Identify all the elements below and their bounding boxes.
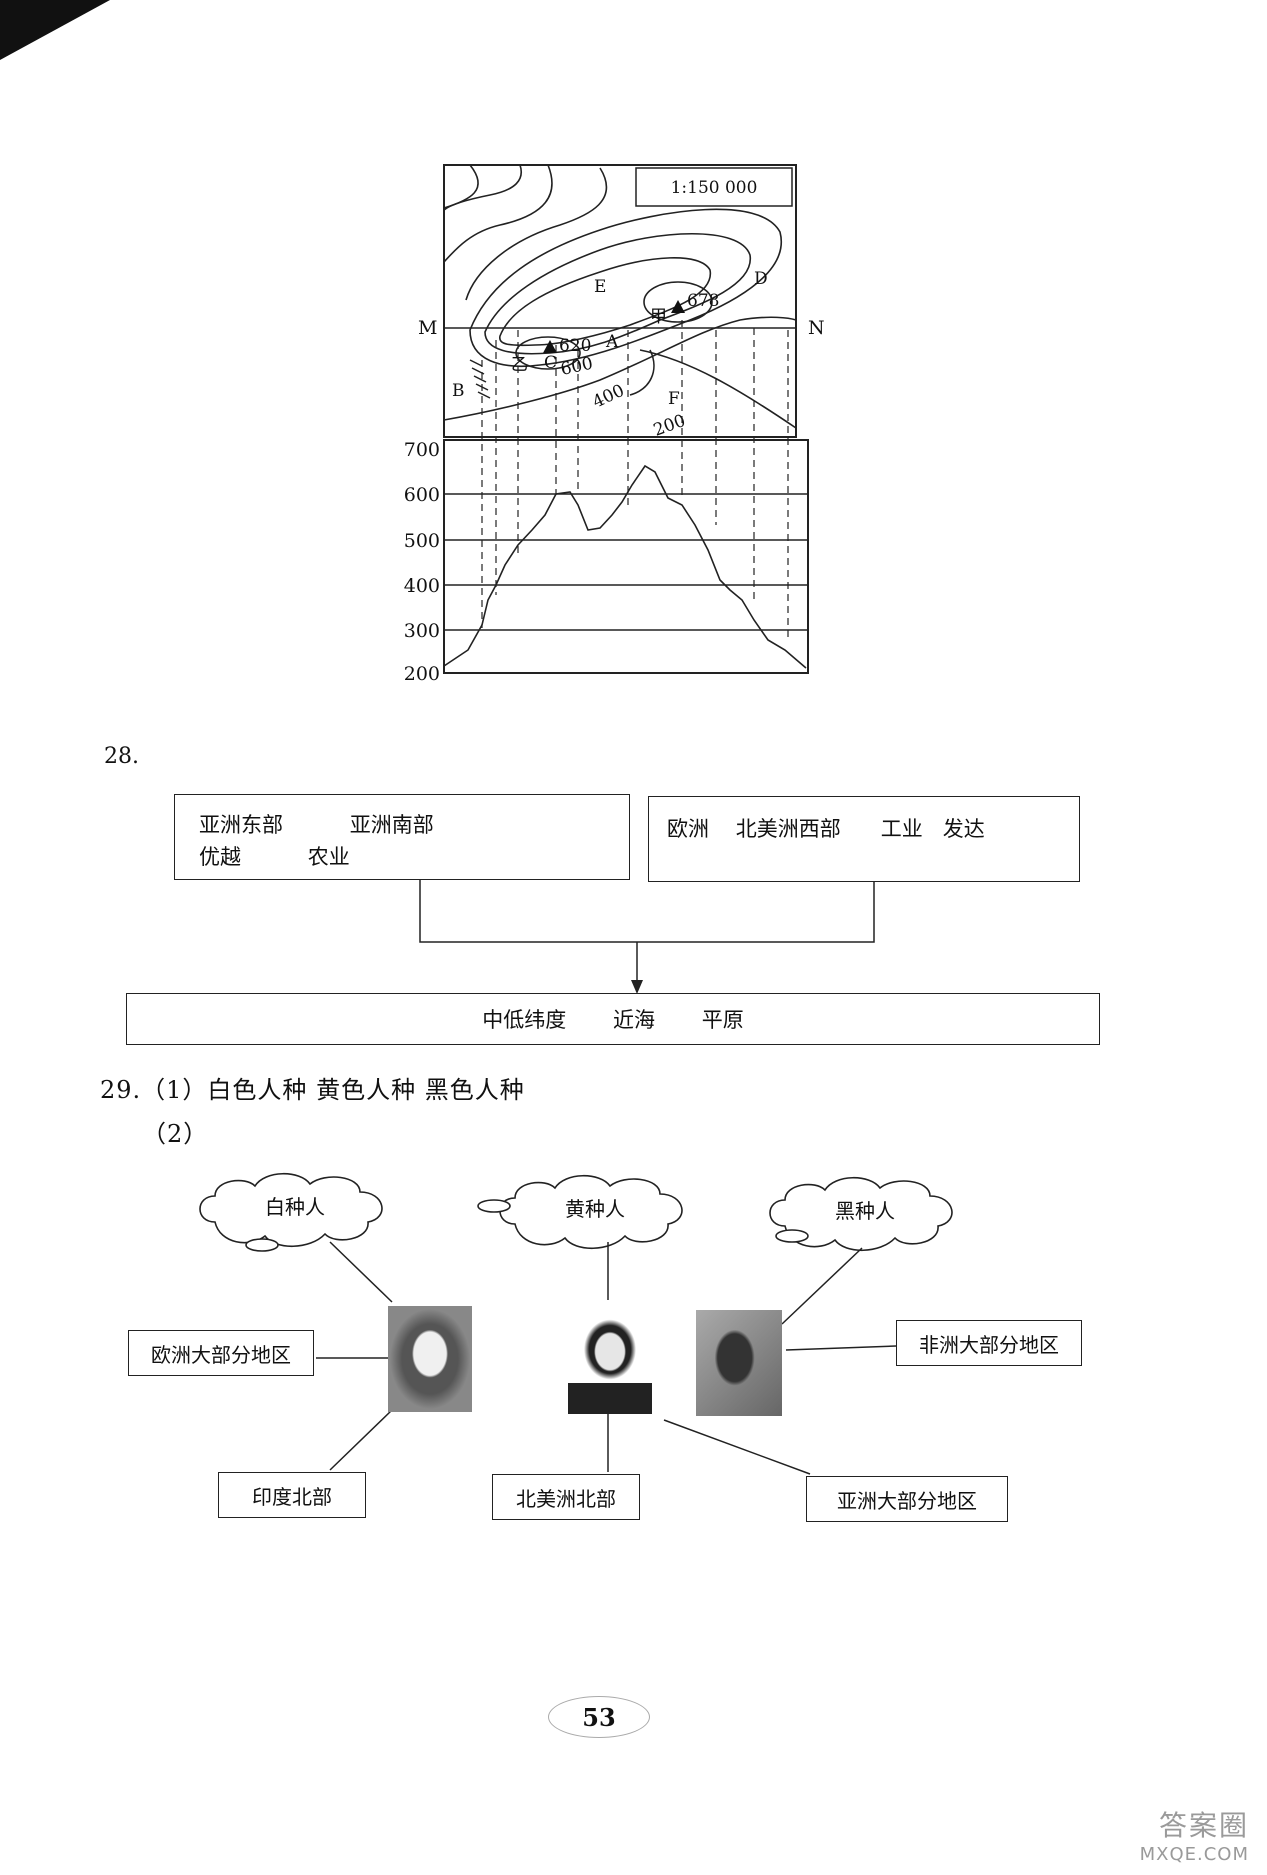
map-frame (443, 164, 797, 438)
q29-line1: 29.（1）白色人种 黄色人种 黑色人种 (100, 1076, 525, 1104)
peak-yi-elevation: 620 (559, 336, 591, 356)
point-b: B (452, 381, 465, 401)
q28-box-bottom-text: 中低纬度 近海 平原 (482, 1008, 744, 1032)
profile-curve (443, 464, 807, 669)
svg-text:600: 600 (404, 484, 440, 506)
watermark-line2: MXQE.COM (1139, 1844, 1249, 1865)
q28-box-left-line1: 亚洲东部 亚洲南部 (199, 813, 434, 837)
svg-text:700: 700 (404, 439, 440, 461)
svg-text:200: 200 (404, 663, 440, 685)
profile-frame (443, 439, 809, 674)
contour-label-600: 600 (559, 354, 595, 380)
cliff-hachures (469, 359, 491, 399)
cloud-white-label: 白种人 (265, 1194, 325, 1219)
point-c: C (544, 353, 557, 373)
page-number: 53 (548, 1696, 650, 1738)
cloud-black-label: 黑种人 (835, 1198, 895, 1223)
portrait-white-person (388, 1306, 472, 1412)
point-e: E (594, 277, 606, 297)
peak-yi-triangle-icon (543, 340, 557, 353)
label-europe: 欧洲大部分地区 (128, 1330, 314, 1376)
q28-box-left: 亚洲东部 亚洲南部 优越 农业 (174, 794, 630, 880)
point-a: A (605, 332, 619, 352)
topographic-figure: 1:150 000 M N A B C D E F 甲 乙 678 620 60… (404, 164, 825, 685)
cloud-yellow-bubble (477, 1199, 511, 1213)
q28-box-right: 欧洲 北美洲西部 工业 发达 (648, 796, 1080, 882)
label-africa: 非洲大部分地区 (896, 1320, 1082, 1366)
point-n: N (808, 317, 825, 339)
q28-number: 28. (104, 744, 139, 769)
portrait-yellow-person (568, 1310, 652, 1414)
point-m: M (418, 317, 437, 339)
point-jia: 甲 (650, 307, 667, 327)
profile-gridlines (444, 493, 808, 631)
profile-y-ticks: 700 600 500 400 300 200 (404, 439, 440, 685)
label-asia: 亚洲大部分地区 (806, 1476, 1008, 1522)
cloud-white-bubble (245, 1238, 279, 1252)
point-yi: 乙 (511, 355, 528, 375)
scale-box (635, 167, 793, 207)
q28-box-right-line1: 欧洲 北美洲西部 工业 发达 (667, 817, 985, 841)
arrow-down-icon (631, 980, 643, 994)
projection-dashes (481, 320, 789, 640)
point-f: F (668, 389, 680, 409)
watermark-line1: 答案圈 (1158, 1809, 1249, 1842)
scale-text: 1:150 000 (671, 178, 758, 198)
cloud-black-bubble (775, 1229, 809, 1243)
label-north-america: 北美洲北部 (492, 1474, 640, 1520)
q29-line2: （2） (142, 1120, 209, 1148)
svg-text:300: 300 (404, 620, 440, 642)
label-india: 印度北部 (218, 1472, 366, 1518)
q28-box-left-line2: 优越 农业 (199, 845, 350, 869)
peak-jia-elevation: 678 (687, 291, 719, 311)
cloud-yellow-label: 黄种人 (565, 1196, 625, 1221)
scan-corner-shadow (0, 0, 110, 60)
watermark: 答案圈 MXQE.COM (1140, 1804, 1249, 1865)
portrait-black-person (696, 1310, 782, 1416)
svg-text:500: 500 (404, 530, 440, 552)
q28-box-bottom: 中低纬度 近海 平原 (126, 993, 1100, 1045)
peak-jia-triangle-icon (671, 300, 685, 313)
svg-text:400: 400 (404, 575, 440, 597)
point-d: D (754, 269, 768, 289)
contour-label-400: 400 (590, 381, 628, 413)
